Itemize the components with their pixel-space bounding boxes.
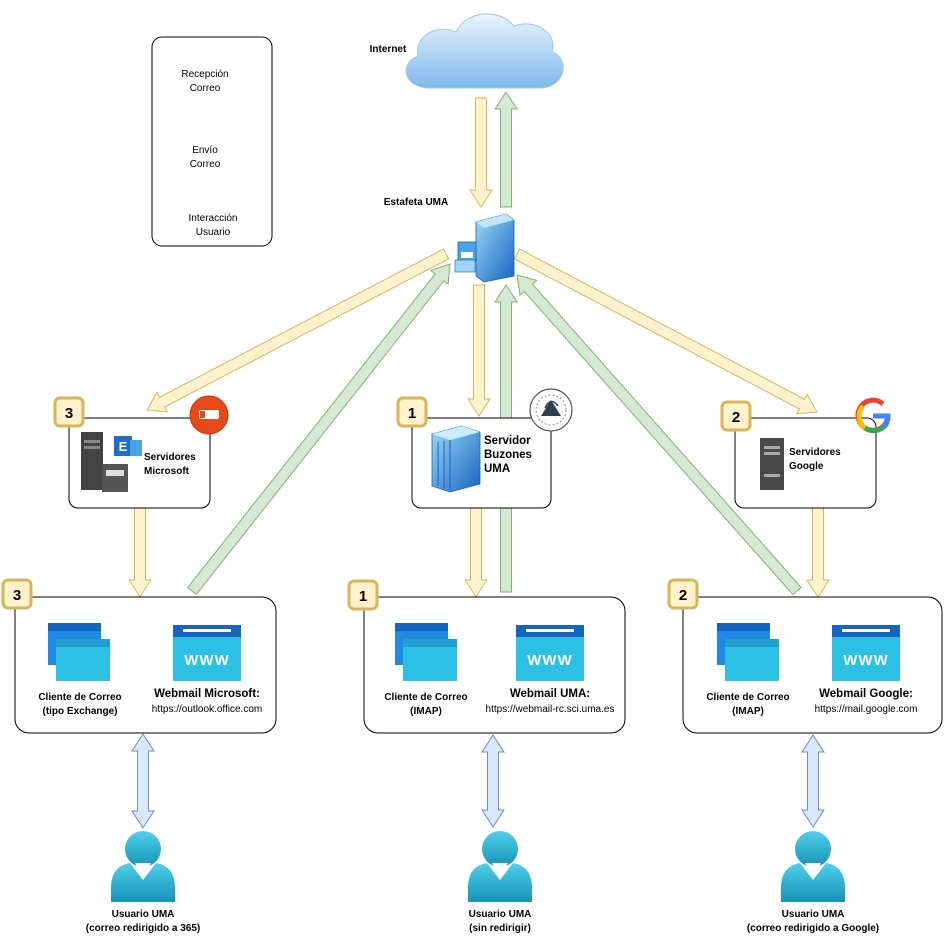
webmail-www-icon: WWW	[516, 625, 584, 681]
client-uma-line2: (IMAP)	[410, 706, 442, 717]
mail-client-window-icon	[717, 623, 779, 681]
arrows-layer	[128, 45, 830, 829]
www-label: WWW	[527, 652, 572, 669]
legend: Recepción Correo Envío Correo Interacció…	[151, 36, 273, 247]
webmail-uma-url[interactable]: https://webmail-rc.sci.uma.es	[486, 704, 615, 715]
webmail-uma-title: Webmail UMA:	[510, 688, 590, 700]
user-icon	[468, 831, 532, 902]
legend-interaction-line2: Usuario	[196, 227, 231, 238]
www-label: WWW	[843, 652, 888, 669]
legend-reception-line1: Recepción	[181, 69, 228, 80]
badge-google-client	[667, 578, 699, 610]
google-server-to-client-arrow	[806, 507, 830, 598]
estafeta-node: Estafeta UMA	[384, 197, 515, 283]
mail-client-window-icon	[395, 623, 457, 681]
internet-node: Internet	[370, 13, 564, 89]
legend-reception-line2: Correo	[190, 83, 221, 94]
www-label: WWW	[184, 652, 229, 669]
google-webmail-to-estafeta-arrow	[516, 274, 802, 596]
mail-relay-server-icon	[454, 213, 515, 283]
user-google-interaction-arrow	[801, 734, 825, 828]
uma-server-to-client-arrow	[464, 507, 488, 598]
badge-google-server	[720, 400, 752, 432]
uma-seal-icon	[529, 388, 573, 432]
server-google-line1: Servidores	[789, 447, 841, 458]
user-uma-interaction-arrow	[481, 734, 505, 828]
webmail-google-url[interactable]: https://mail.google.com	[815, 704, 918, 715]
user-google-line1: Usuario UMA	[782, 909, 845, 920]
exchange-server-icon: E	[81, 432, 142, 492]
webmail-microsoft-url[interactable]: https://outlook.office.com	[152, 704, 262, 715]
cloud-icon	[405, 13, 564, 89]
badge-google-server-text: 2	[732, 409, 740, 426]
user-microsoft-line1: Usuario UMA	[112, 909, 175, 920]
server-microsoft-line1: Servidores	[144, 452, 196, 463]
badge-google-client-text: 2	[679, 587, 687, 604]
user-microsoft: Usuario UMA (correo redirigido a 365)	[86, 831, 200, 934]
user-icon	[781, 831, 845, 902]
internet-to-estafeta-arrow	[469, 97, 493, 208]
server-box-uma: 1 Servidor Buzones UMA	[396, 388, 573, 509]
tower-server-icon	[760, 438, 784, 490]
mail-client-window-icon	[48, 623, 110, 681]
server-uma-line2: Buzones	[484, 449, 532, 461]
svg-text:E: E	[119, 439, 128, 454]
server-microsoft-line2: Microsoft	[144, 466, 190, 477]
webmail-microsoft-title: Webmail Microsoft:	[154, 688, 260, 700]
estafeta-to-internet-arrow	[494, 91, 518, 208]
user-microsoft-line2: (correo redirigido a 365)	[86, 923, 200, 934]
office-logo-icon	[189, 395, 229, 435]
webmail-www-icon: WWW	[832, 625, 900, 681]
server-google-line2: Google	[789, 461, 824, 472]
client-microsoft-line1: Cliente de Correo	[38, 692, 121, 703]
legend-interaction-line1: Interacción	[189, 213, 238, 224]
badge-microsoft-server-text: 3	[65, 405, 73, 422]
webmail-www-icon: WWW	[173, 625, 241, 681]
estafeta-label: Estafeta UMA	[384, 197, 448, 208]
user-uma-line2: (sin redirigir)	[469, 923, 531, 934]
legend-send-line1: Envío	[192, 145, 218, 156]
client-google-line2: (IMAP)	[732, 706, 764, 717]
badge-microsoft-client	[1, 578, 33, 610]
client-google-line1: Cliente de Correo	[706, 692, 789, 703]
badge-uma-client	[347, 579, 379, 611]
estafeta-to-google-arrow	[513, 248, 818, 415]
microsoft-server-to-client-arrow	[128, 507, 152, 598]
client-microsoft-line2: (tipo Exchange)	[42, 706, 117, 717]
legend-send-line2: Correo	[190, 159, 221, 170]
badge-uma-server-text: 1	[408, 405, 416, 422]
server-uma-line1: Servidor	[484, 435, 531, 447]
client-uma-line1: Cliente de Correo	[384, 692, 467, 703]
badge-uma-server	[396, 396, 428, 428]
user-uma: Usuario UMA (sin redirigir)	[468, 831, 532, 934]
google-logo-icon	[855, 397, 891, 434]
server-box-microsoft: 3 E Servidores Microsoft	[53, 395, 229, 509]
badge-microsoft-server	[53, 396, 85, 428]
server-box-google: 2 Servidores Google	[720, 397, 891, 509]
client-box-uma: 1 WWW Cliente de Correo (IMAP) Webmail U…	[347, 579, 626, 734]
estafeta-to-uma-server-arrow	[467, 284, 491, 417]
microsoft-webmail-to-estafeta-arrow	[186, 263, 451, 596]
user-google: Usuario UMA (correo redirigido a Google)	[747, 831, 879, 934]
user-icon	[111, 831, 175, 902]
server-uma-line3: UMA	[484, 463, 510, 475]
webmail-google-title: Webmail Google:	[819, 688, 913, 700]
user-google-line2: (correo redirigido a Google)	[747, 923, 879, 934]
user-microsoft-interaction-arrow	[131, 733, 155, 829]
badge-uma-client-text: 1	[359, 588, 367, 605]
internet-label: Internet	[370, 44, 407, 55]
user-uma-line1: Usuario UMA	[469, 909, 532, 920]
estafeta-to-microsoft-arrow	[146, 248, 450, 413]
client-box-microsoft: 3 WWW Cliente de Correo (tipo Exchange) …	[1, 578, 277, 734]
server-cluster-icon	[431, 425, 481, 493]
client-box-google: 2 WWW Cliente de Correo (IMAP) Webmail G…	[667, 578, 943, 734]
badge-microsoft-client-text: 3	[13, 587, 21, 604]
